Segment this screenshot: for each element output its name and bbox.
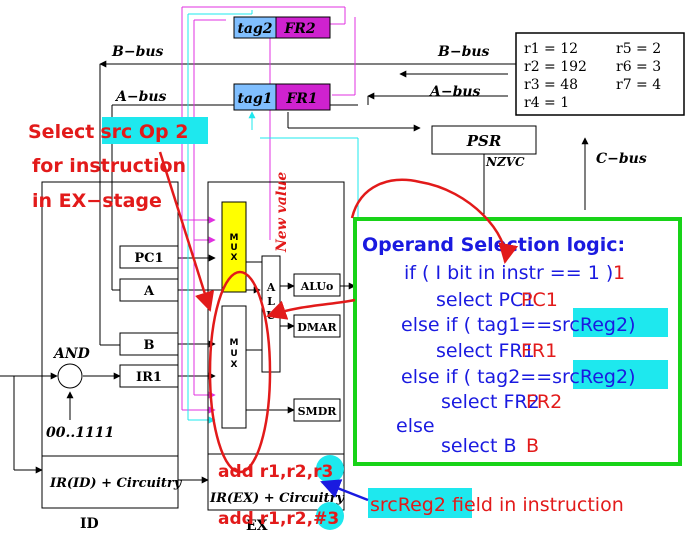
a-bus-right-label: A−bus: [428, 84, 481, 100]
logic-line-elseif-tag1: else if ( tag1==srcReg2): [401, 314, 636, 336]
imm3-highlight: [316, 502, 344, 530]
srcreg2-field-note: srcReg2 field in instruction: [320, 479, 624, 518]
logic-value-fr2: FR2: [526, 391, 562, 413]
mux-bottom-m: M: [230, 338, 239, 348]
dmar-register: DMAR: [297, 321, 337, 334]
alu-a: A: [266, 281, 276, 294]
instruction-add-imm3: add r1,r2,#3: [218, 509, 339, 529]
psr-flags: NZVC: [485, 155, 525, 169]
tag1-srcreg2-highlight: [573, 308, 668, 337]
callout-line3: in EX−stage: [32, 190, 162, 212]
logic-title: Operand Selection logic:: [362, 234, 625, 256]
ex-stage-label: EX: [246, 518, 268, 533]
a-register: A: [143, 284, 155, 299]
and-gate: [57, 363, 83, 389]
id-stage: PC1 A B IR1 AND 00..1111 IR(ID) + Circui…: [41, 181, 183, 532]
mux-top-m: M: [230, 233, 239, 243]
register-file: r1 = 12 r5 = 2 r2 = 192 r6 = 3 r3 = 48 r…: [515, 32, 685, 116]
logic-line-if-ibit: if ( I bit in instr == 1 ): [404, 262, 613, 284]
b-bus-left-label: B−bus: [111, 44, 164, 60]
ir-id-label: IR(ID) + Circuitry: [49, 476, 183, 491]
callout-line2: for instruction: [32, 155, 186, 177]
regfile-r7: r7 = 4: [616, 77, 661, 93]
mux-bottom-x: X: [231, 360, 238, 370]
regfile-r6: r6 = 3: [616, 59, 661, 75]
logic-line-else: else: [396, 415, 435, 437]
regfile-r1: r1 = 12: [524, 41, 578, 57]
id-stage-label: ID: [80, 516, 99, 532]
mask-label: 00..1111: [46, 425, 114, 441]
forwarding-wires: [181, 6, 356, 414]
new-value-label: New value: [274, 172, 290, 253]
psr-register: PSR NZVC: [431, 125, 537, 169]
and-label: AND: [52, 346, 91, 362]
ir1-register: IR1: [136, 370, 162, 385]
b-bus-right-label: B−bus: [437, 44, 490, 60]
tag2-label: tag2: [237, 21, 272, 37]
red-annotations: [158, 151, 519, 474]
fr2-label: FR2: [283, 21, 316, 37]
regfile-r2: r2 = 192: [524, 59, 587, 75]
aluo-register: ALUo: [300, 280, 334, 293]
srcreg2-note-text: srcReg2 field in instruction: [370, 494, 624, 516]
r3-highlight: [316, 455, 344, 483]
mux-bottom-u: U: [230, 349, 237, 359]
mux-top-u: U: [230, 243, 237, 253]
regfile-r3: r3 = 48: [524, 77, 578, 93]
tag2-srcreg2-highlight: [573, 360, 668, 389]
logic-value-pc1: PC1: [521, 289, 558, 311]
a-bus-left-label: A−bus: [114, 89, 167, 105]
ir-ex-label: IR(EX) + Circuitry: [209, 491, 345, 506]
tag1-fr1-register: tag1 FR1: [233, 83, 331, 111]
logic-value-one: 1: [613, 262, 625, 284]
smdr-register: SMDR: [298, 405, 338, 418]
logic-value-b: B: [526, 435, 539, 457]
alu-l: L: [267, 295, 275, 308]
srcreg2-highlight: [368, 488, 472, 518]
tag-wires: [187, 10, 359, 424]
instruction-add-r3: add r1,r2,r3: [218, 462, 333, 482]
pc1-register: PC1: [134, 251, 163, 266]
fr1-label: FR1: [285, 91, 317, 107]
psr-label: PSR: [466, 132, 502, 150]
logic-line-select-b: select B: [441, 435, 517, 457]
tag2-fr2-register: tag2 FR2: [233, 16, 331, 39]
tag1-label: tag1: [237, 91, 272, 107]
instructions: add r1,r2,r3 add r1,r2,#3: [218, 455, 344, 530]
logic-line-select-fr1: select FR1: [436, 340, 535, 362]
logic-line-select-fr2: select FR2: [441, 391, 540, 413]
b-register: B: [144, 338, 155, 353]
logic-value-fr1: FR1: [521, 340, 557, 362]
mux-top-x: X: [231, 253, 238, 263]
c-bus-label: C−bus: [596, 151, 647, 167]
logic-line-elseif-tag2: else if ( tag2==srcReg2): [401, 366, 636, 388]
regfile-r5: r5 = 2: [616, 41, 661, 57]
regfile-r4: r4 = 1: [524, 95, 569, 111]
logic-line-select-pc1: select PC1: [436, 289, 535, 311]
src-op2-highlight: [102, 117, 208, 144]
operand-selection-logic: Operand Selection logic: if ( I bit in i…: [353, 217, 682, 466]
